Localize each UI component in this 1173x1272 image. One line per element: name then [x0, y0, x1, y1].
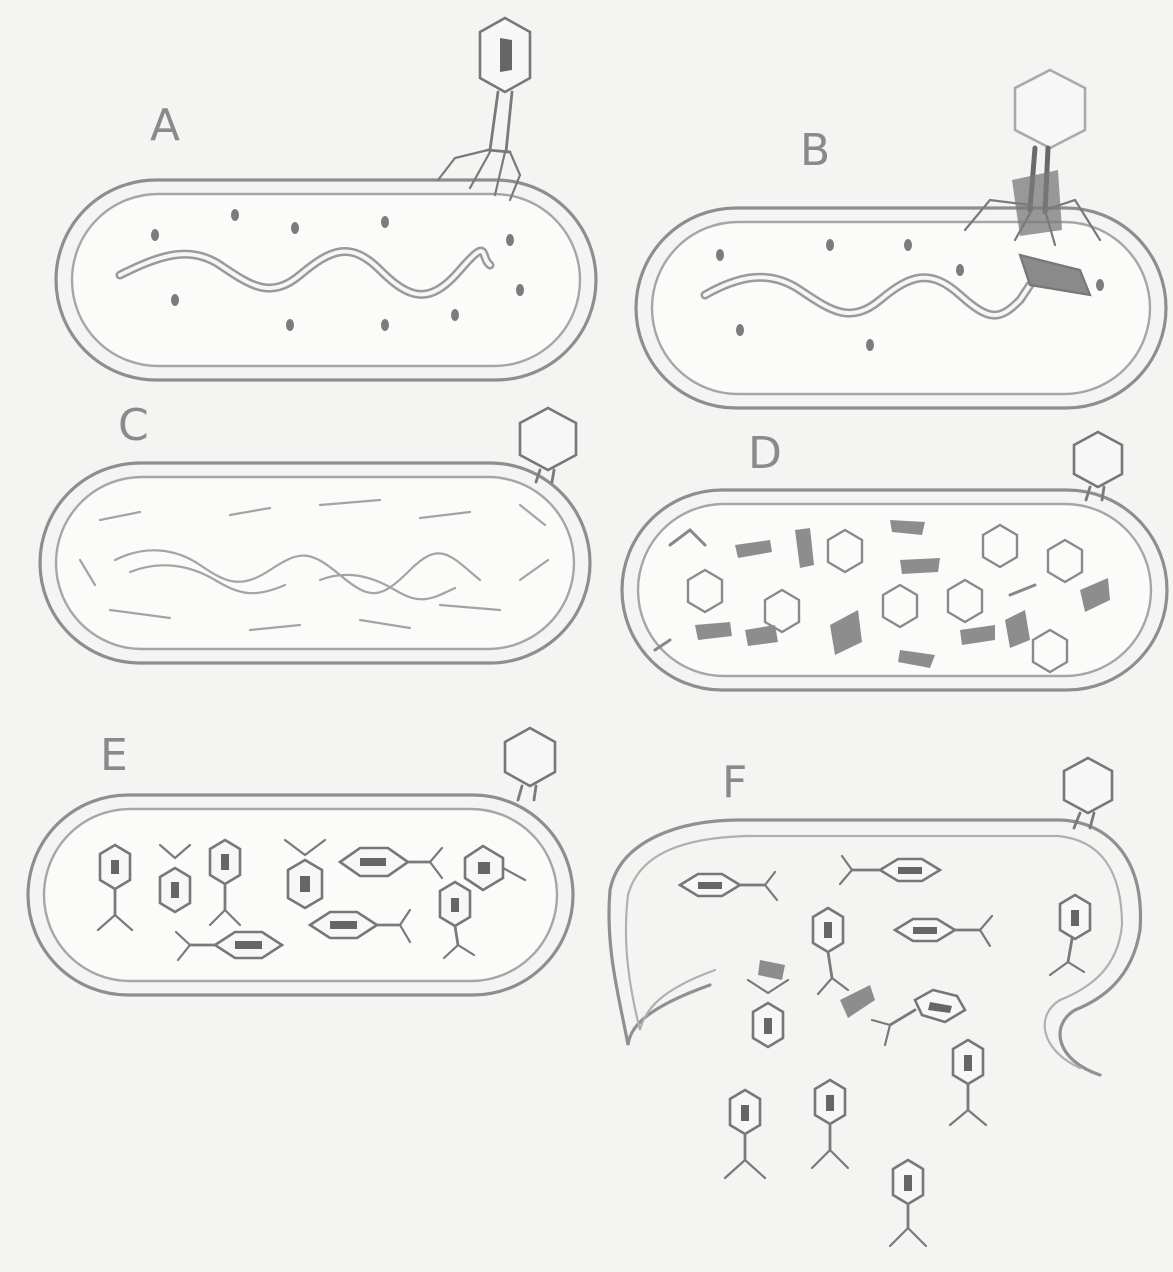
panel-a: A — [56, 18, 596, 380]
panel-e: E — [28, 728, 573, 995]
empty-phage-capsid — [1064, 758, 1112, 828]
panel-c: C — [40, 400, 590, 663]
bacterium-membrane — [56, 477, 574, 649]
panel-f: F — [609, 757, 1140, 1246]
panel-label-b: B — [800, 125, 830, 176]
bacterium-membrane — [72, 194, 580, 366]
panel-label-f: F — [722, 757, 747, 808]
bacteriophage-attaching — [438, 18, 530, 200]
panel-label-d: D — [748, 428, 782, 479]
panel-label-e: E — [100, 730, 128, 781]
panel-b: B — [636, 70, 1166, 408]
bacterium-membrane — [652, 222, 1150, 394]
panel-label-a: A — [150, 100, 180, 151]
panel-d: D — [622, 428, 1167, 690]
lysed-cell-wall — [609, 820, 1140, 1075]
released-phages — [680, 856, 1090, 1246]
panel-label-c: C — [118, 400, 149, 451]
empty-phage-capsid — [505, 728, 555, 800]
